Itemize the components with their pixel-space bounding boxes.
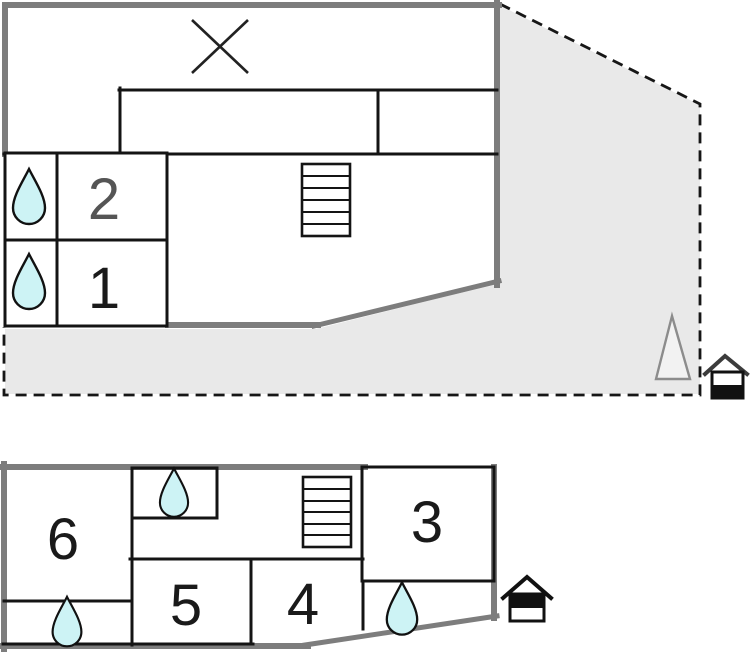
room-3-label: 3	[411, 490, 443, 555]
room-3-outline	[360, 465, 496, 583]
water-drop-icon	[51, 594, 83, 648]
plot-boundary-dashed	[2, 2, 702, 397]
terrace-area	[5, 5, 700, 394]
outer-wall-diagonal	[310, 277, 503, 330]
room-5-label: 5	[170, 573, 202, 638]
room-6-label: 6	[47, 507, 79, 572]
tree-icon	[654, 311, 692, 381]
stairs-icon	[300, 162, 352, 238]
water-drop-icon	[158, 465, 190, 518]
water-drop-icon	[11, 251, 47, 311]
room-1-label: 1	[88, 256, 120, 321]
room-2-label: 2	[88, 167, 120, 232]
outer-wall-left-top	[2, 2, 502, 157]
floor-indicator-icon	[702, 353, 750, 400]
stairs-icon	[301, 475, 353, 549]
floor-indicator-icon	[500, 574, 554, 623]
water-drop-icon	[385, 579, 419, 636]
water-drop-icon	[11, 166, 47, 226]
room-4-label: 4	[287, 572, 319, 637]
window-cross-icon	[191, 19, 249, 74]
upper-floor-plan: 2 1	[2, 0, 750, 400]
lower-floor-plan: 6 5 4 3	[0, 461, 554, 652]
